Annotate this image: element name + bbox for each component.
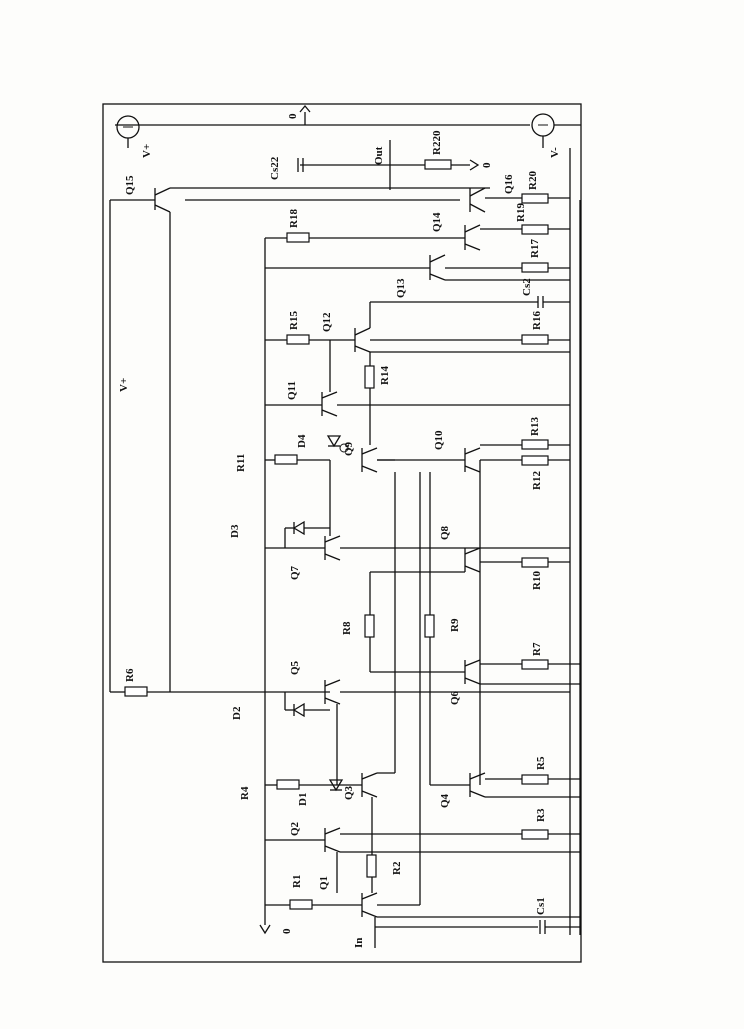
label-r7: R7 [531,642,543,656]
schematic-frame [102,103,582,963]
ground-top-label: 0 [287,113,299,119]
label-r14: R14 [379,366,391,385]
resistor-r9 [424,614,435,638]
label-r6: R6 [124,668,136,682]
label-q7: Q7 [289,565,301,580]
label-q9: Q9 [343,441,355,456]
label-q12: Q12 [321,312,333,332]
label-q14: Q14 [431,212,443,232]
resistor-r5 [521,774,549,785]
ground-out-label: 0 [481,162,493,168]
label-q1: Q1 [318,876,330,890]
ground-top-icon [299,104,311,113]
label-r20: R20 [527,171,539,190]
label-r15: R15 [288,311,300,330]
resistor-r220 [424,159,452,170]
label-q16: Q16 [503,174,515,194]
label-r3: R3 [535,808,547,822]
label-r9: R9 [449,618,461,632]
label-d3: D3 [229,524,241,538]
label-q4: Q4 [439,793,451,808]
label-r4: R4 [239,786,251,800]
resistor-r7 [521,659,549,670]
diode-d1-icon [328,779,344,792]
vplus-top-label: V+ [141,144,153,158]
resistor-r13 [521,439,549,450]
resistor-r2 [366,854,377,878]
label-q13: Q13 [395,278,407,298]
label-r11: R11 [235,454,247,472]
label-d2: D2 [231,706,243,720]
ground-in-label: 0 [281,928,293,934]
resistor-r15 [286,334,310,345]
label-cs1: Cs1 [535,897,547,915]
out-label: Out [373,146,385,165]
resistor-r17 [521,262,549,273]
label-d1: D1 [297,793,309,806]
resistor-r12 [521,455,549,466]
label-r13: R13 [529,417,541,436]
label-q2: Q2 [289,821,301,836]
label-q6: Q6 [449,690,461,705]
diode-d4-icon [326,435,342,448]
label-r10: R10 [531,571,543,590]
label-r19: R19 [515,203,527,222]
resistor-r14 [364,365,375,389]
label-r17: R17 [529,239,541,258]
ground-out-icon [469,159,480,171]
label-r5: R5 [535,756,547,770]
resistor-r10 [521,557,549,568]
resistor-r16 [521,334,549,345]
label-cs22: Cs22 [269,156,281,180]
label-d4: D4 [296,434,308,448]
resistor-r11 [274,454,298,465]
resistor-r19 [521,224,549,235]
input-label: In [353,938,365,948]
label-q11: Q11 [286,381,298,400]
label-r220: R220 [431,130,443,155]
resistor-r1 [289,899,313,910]
ground-in-icon [259,924,271,935]
resistor-r3 [521,829,549,840]
vplus-mid-label: V+ [118,378,130,392]
label-cs2: Cs2 [521,278,533,296]
resistor-r6 [124,686,148,697]
label-r2: R2 [391,861,403,875]
transistor-q9-icon [339,443,349,453]
label-r16: R16 [531,311,543,330]
label-r1: R1 [291,875,303,888]
resistor-r18 [286,232,310,243]
label-q15: Q15 [124,175,136,195]
diode-d2-icon [292,702,305,718]
label-q8: Q8 [439,525,451,540]
label-r12: R12 [531,471,543,490]
label-q3: Q3 [343,785,355,800]
label-q5: Q5 [289,660,301,675]
label-q10: Q10 [433,430,445,450]
label-r18: R18 [288,209,300,228]
resistor-r4 [276,779,300,790]
label-r8: R8 [341,621,353,635]
resistor-r8 [364,614,375,638]
diode-d3-icon [292,520,305,536]
vminus-label: V- [549,147,561,158]
resistor-r20 [521,193,549,204]
